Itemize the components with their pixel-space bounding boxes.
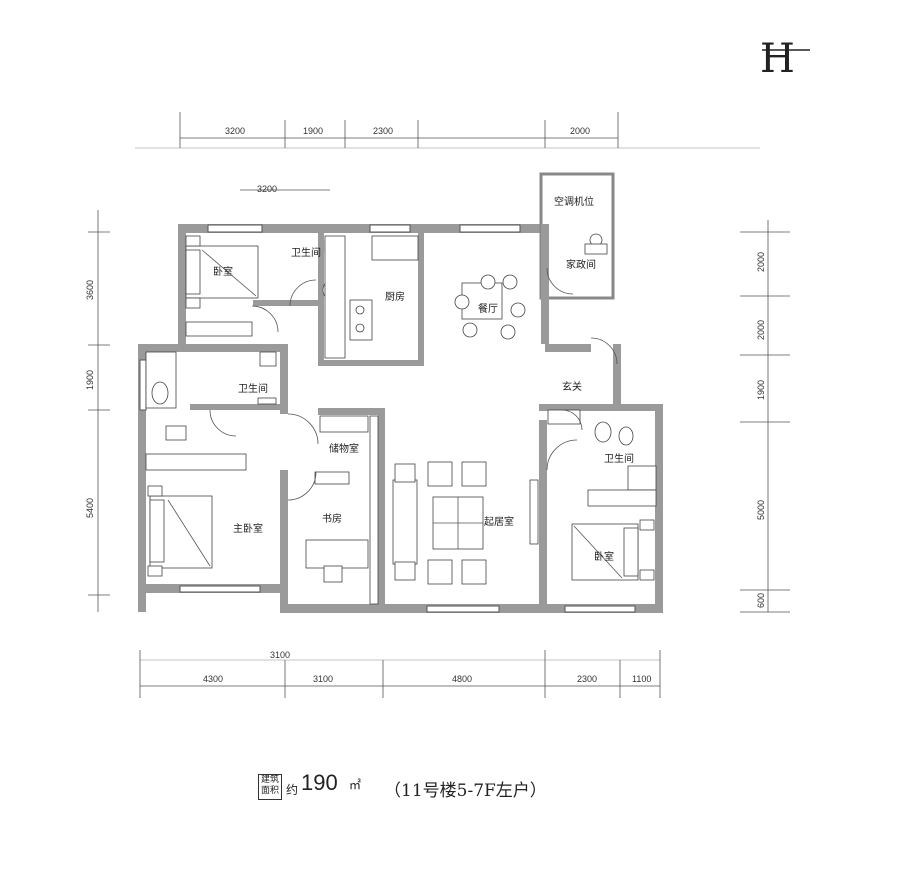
label-living: 起居室 [484, 515, 514, 528]
area-unit: ㎡ [349, 778, 362, 792]
sofa [392, 479, 418, 565]
label-bath-east: 卫生间 [604, 452, 634, 465]
bottom-dim-2: 3100 [313, 674, 333, 684]
label-storage: 储物室 [329, 442, 359, 455]
area-prefix: 约 [286, 783, 299, 797]
right-dim-3: 1900 [756, 380, 766, 400]
bottom-dimension-chain: 4300 3100 4800 2300 1100 3100 [139, 650, 661, 698]
top-dim-3: 2300 [373, 126, 393, 136]
label-dining: 餐厅 [478, 302, 498, 315]
label-bedroom-se: 卧室 [594, 550, 614, 563]
right-dim-2: 2000 [756, 320, 766, 340]
left-dim-1: 3600 [85, 280, 95, 300]
label-housekeeping: 家政间 [566, 258, 596, 271]
building-note: （11号楼5-7F左户） [384, 781, 547, 801]
right-dimension-chain: 2000 2000 1900 5000 600 [740, 220, 790, 613]
right-dim-4: 5000 [756, 500, 766, 520]
label-bedroom-nw: 卧室 [213, 265, 233, 278]
right-dim-5: 600 [756, 593, 766, 608]
top-dimension-chain: 3200 1900 2300 2000 3200 [135, 112, 760, 194]
label-kitchen: 厨房 [385, 290, 405, 303]
label-bath-north: 卫生间 [291, 246, 321, 259]
left-dim-3: 5400 [85, 498, 95, 518]
bottom-dim-1: 4300 [203, 674, 223, 684]
bottom-dim-3: 4800 [452, 674, 472, 684]
area-label-box: 建筑 面积 [258, 774, 282, 800]
unit-type-mark: H [760, 36, 795, 82]
label-bath-mid: 卫生间 [238, 382, 268, 395]
bottom-dim-5: 1100 [632, 674, 651, 684]
top-dim-2: 1900 [303, 126, 323, 136]
left-dim-2: 1900 [85, 370, 95, 390]
windows [139, 224, 636, 613]
study-desk [305, 539, 369, 569]
label-foyer: 玄关 [562, 380, 582, 393]
label-ac-unit: 空调机位 [554, 195, 594, 208]
label-master-bedroom: 主卧室 [233, 522, 263, 535]
left-dimension-chain: 3600 1900 5400 [85, 210, 110, 612]
top-dim-4: 2000 [570, 126, 590, 136]
doors [209, 267, 618, 501]
right-dim-1: 2000 [756, 252, 766, 272]
room-labels: 卧室 卫生间 厨房 餐厅 空调机位 家政间 卫生间 玄关 储物室 书房 起居室 … [213, 195, 634, 563]
bottom-dim-4: 2300 [577, 674, 597, 684]
top-dim-1: 3200 [225, 126, 245, 136]
furniture [145, 233, 657, 605]
area-value: 190 [301, 770, 338, 795]
area-label-line1: 建筑 [260, 775, 279, 785]
bottom-inner-dim: 3100 [270, 650, 290, 660]
area-label-line2: 面积 [260, 786, 279, 796]
label-study: 书房 [322, 512, 342, 525]
top-inner-dim: 3200 [257, 184, 277, 194]
